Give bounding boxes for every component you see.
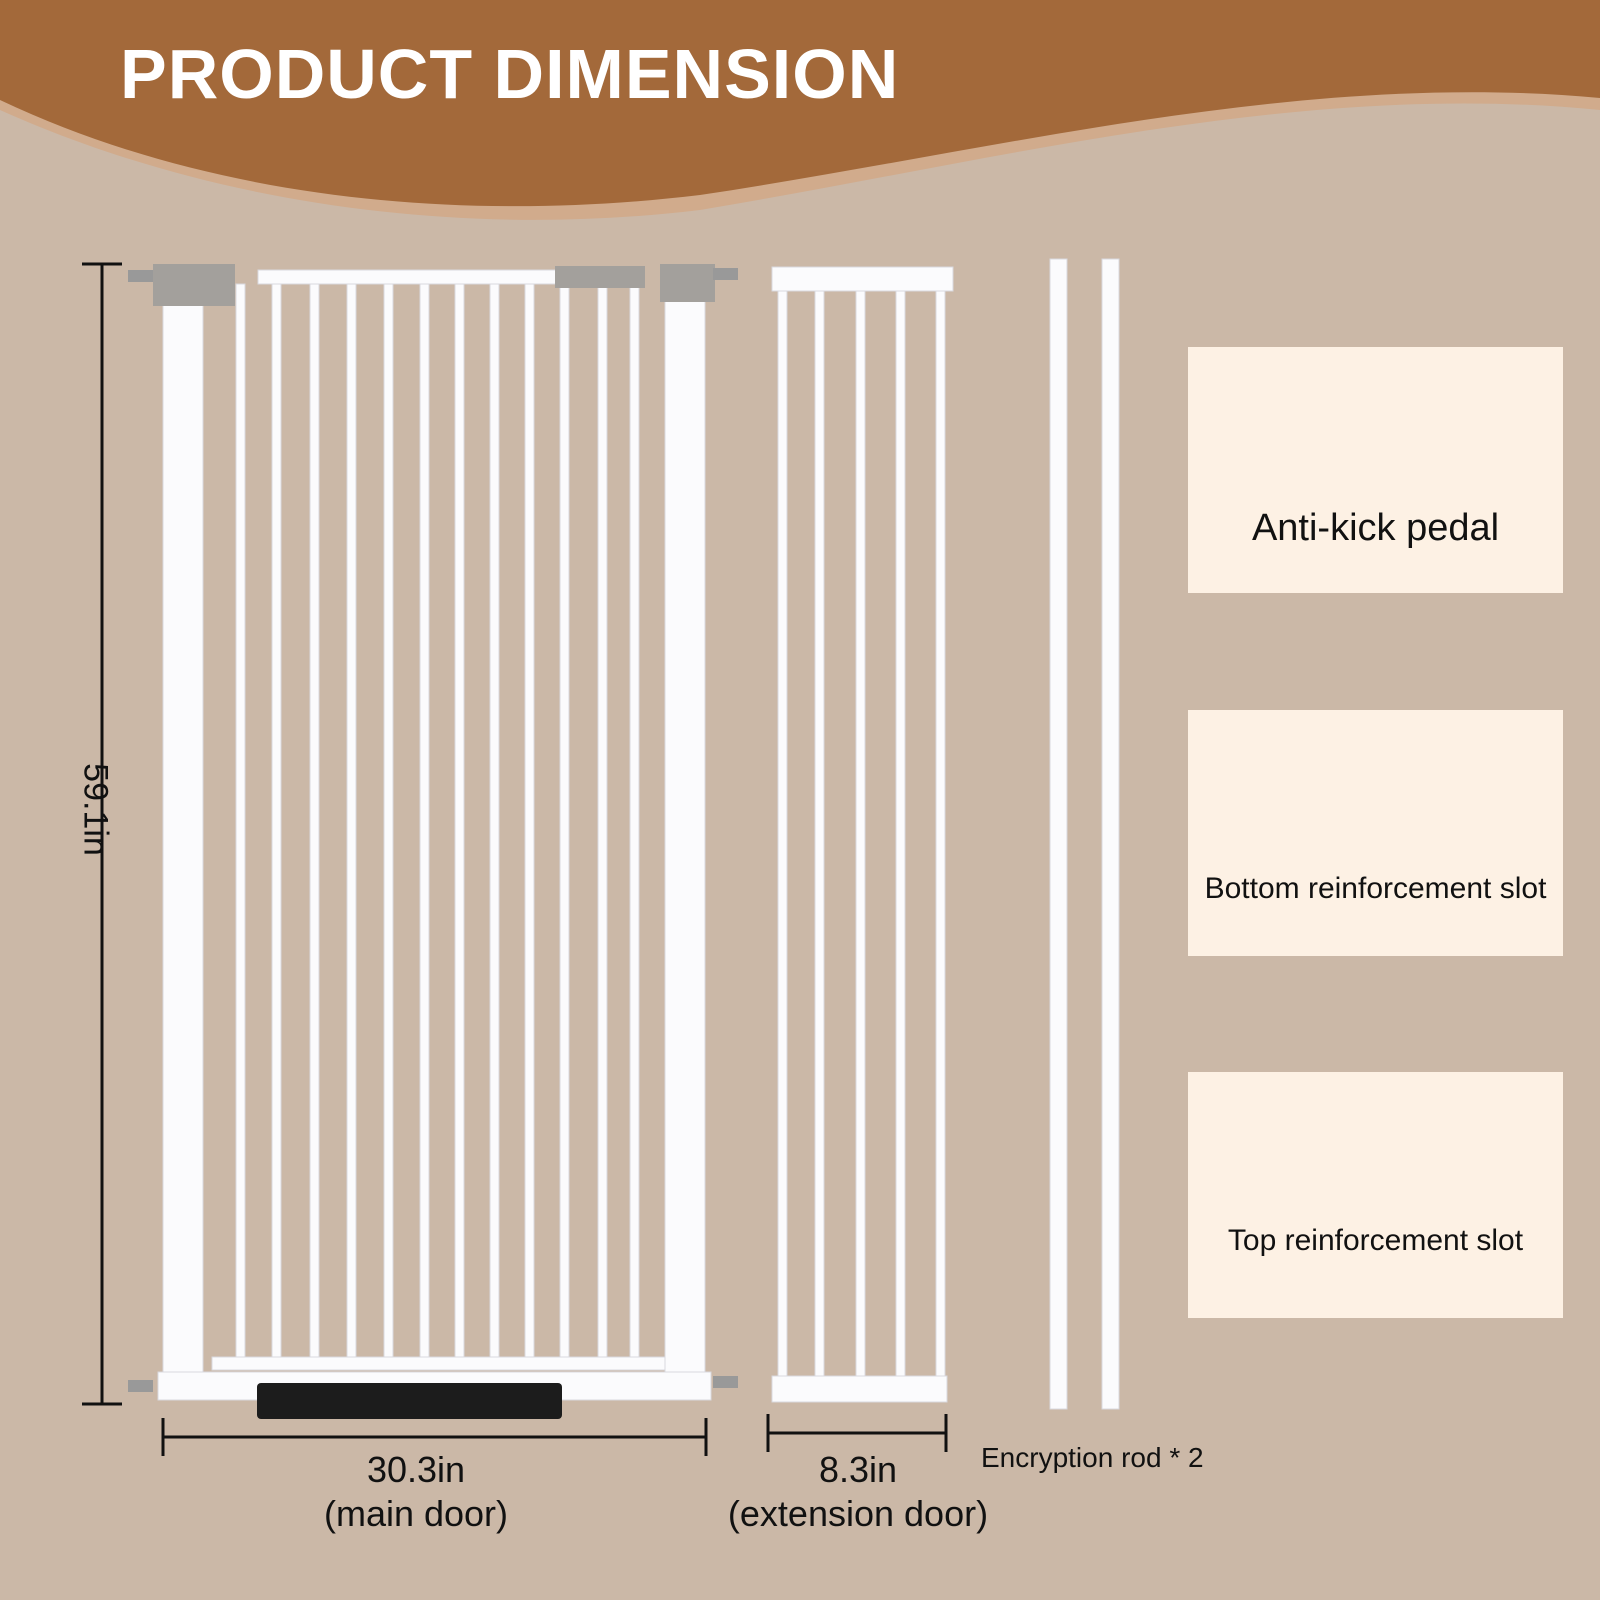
height-label: 59.1in xyxy=(76,763,115,856)
anti-kick-pedal-mounted xyxy=(257,1383,562,1419)
gate-bar xyxy=(235,283,246,1358)
gate-bar xyxy=(777,290,788,1377)
title-banner xyxy=(0,0,1600,207)
gate-bar xyxy=(271,283,282,1358)
card-label: Top reinforcement slot xyxy=(1227,1224,1524,1257)
gate-bar xyxy=(855,290,866,1377)
gate-bar xyxy=(383,283,394,1358)
encryption-rods xyxy=(1049,258,1120,1410)
rod-label: Encryption rod * 2 xyxy=(981,1442,1204,1473)
main-door-label: (main door) xyxy=(323,1493,509,1534)
extension-gate xyxy=(771,266,954,1403)
main-gate xyxy=(128,264,738,1419)
main-door-width: 30.3in xyxy=(366,1449,466,1490)
gate-bar xyxy=(629,283,640,1358)
gate-bar xyxy=(814,290,825,1377)
page-title: PRODUCT DIMENSION xyxy=(120,35,900,113)
gate-bar xyxy=(935,290,946,1377)
extension-door-label: (extension door) xyxy=(727,1493,989,1534)
gate-bar xyxy=(489,283,500,1358)
gate-bar xyxy=(895,290,906,1377)
main-door-dimension: 30.3in (main door) xyxy=(266,1448,566,1536)
gate-bar xyxy=(346,283,357,1358)
gate-bar xyxy=(597,283,608,1358)
gate-bar xyxy=(454,283,465,1358)
card-bottom-slot: Bottom reinforcement slot xyxy=(1188,710,1563,956)
card-top-slot: Top reinforcement slot xyxy=(1188,1072,1563,1318)
gate-bar xyxy=(524,283,535,1358)
extension-door-dimension: 8.3in (extension door) xyxy=(708,1448,1008,1536)
gate-bar xyxy=(419,283,430,1358)
gate-bar xyxy=(309,283,320,1358)
extension-door-width: 8.3in xyxy=(818,1449,898,1490)
gate-bar xyxy=(559,283,570,1358)
height-dimension-line xyxy=(82,262,948,1456)
card-label: Bottom reinforcement slot xyxy=(1204,872,1547,905)
card-anti-kick-pedal: Anti-kick pedal xyxy=(1188,347,1563,593)
card-label: Anti-kick pedal xyxy=(1251,507,1500,549)
